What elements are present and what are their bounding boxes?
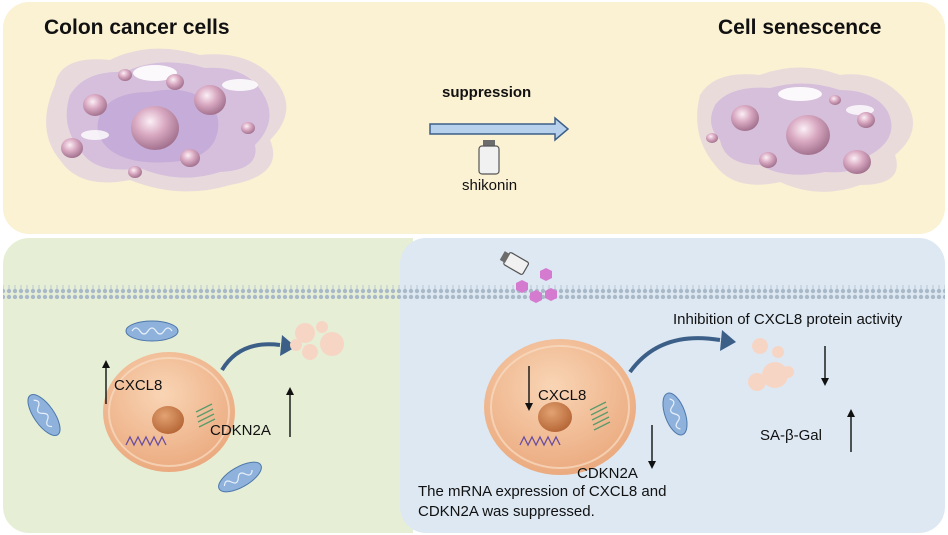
left-cxcl8-label: CXCL8 [114, 377, 163, 394]
cxcl8-vesicle-cluster [290, 321, 344, 360]
caption-line-1: The mRNA expression of CXCL8 and [418, 483, 667, 500]
secretion-arrow [628, 330, 736, 374]
cxcl8-down-arrow [525, 366, 533, 411]
secretion-arrow [220, 335, 296, 372]
shikonin-molecules [516, 268, 557, 303]
sagal-label: SA-β-Gal [760, 427, 822, 444]
cxcl8-up-arrow [102, 360, 110, 404]
suppression-arrow [429, 116, 570, 142]
mitochondrion-icon [125, 320, 179, 342]
inhibition-label: Inhibition of CXCL8 protein activity [673, 311, 903, 328]
treated-tumor-cell [484, 339, 636, 475]
senescence-title: Cell senescence [718, 16, 882, 39]
cancer-cell-cluster [46, 48, 287, 192]
cdkn2a-up-arrow [286, 387, 294, 437]
senescent-cell-cluster [697, 67, 913, 192]
caption-line-2: CDKN2A was suppressed. [418, 503, 595, 520]
cell-membrane [3, 285, 945, 299]
right-cxcl8-label: CXCL8 [538, 387, 587, 404]
sagal-up-arrow [847, 409, 855, 452]
tumor-cell [103, 352, 235, 472]
left-cdkn2a-label: CDKN2A [210, 422, 271, 439]
mitochondrion-icon [662, 392, 688, 436]
cdkn2a-down-arrow [648, 425, 656, 469]
protein-activity-down-arrow [821, 346, 829, 386]
cxcl8-vesicle-cluster [748, 338, 794, 391]
cancer-cells-title: Colon cancer cells [44, 16, 230, 39]
shikonin-vial-icon [478, 140, 500, 175]
mitochondrion-icon [27, 394, 61, 436]
shikonin-vial-icon [499, 251, 530, 275]
right-cdkn2a-label: CDKN2A [577, 465, 638, 482]
mitochondrion-icon [218, 461, 262, 493]
shikonin-label: shikonin [462, 177, 518, 194]
suppression-label: suppression [442, 84, 532, 101]
